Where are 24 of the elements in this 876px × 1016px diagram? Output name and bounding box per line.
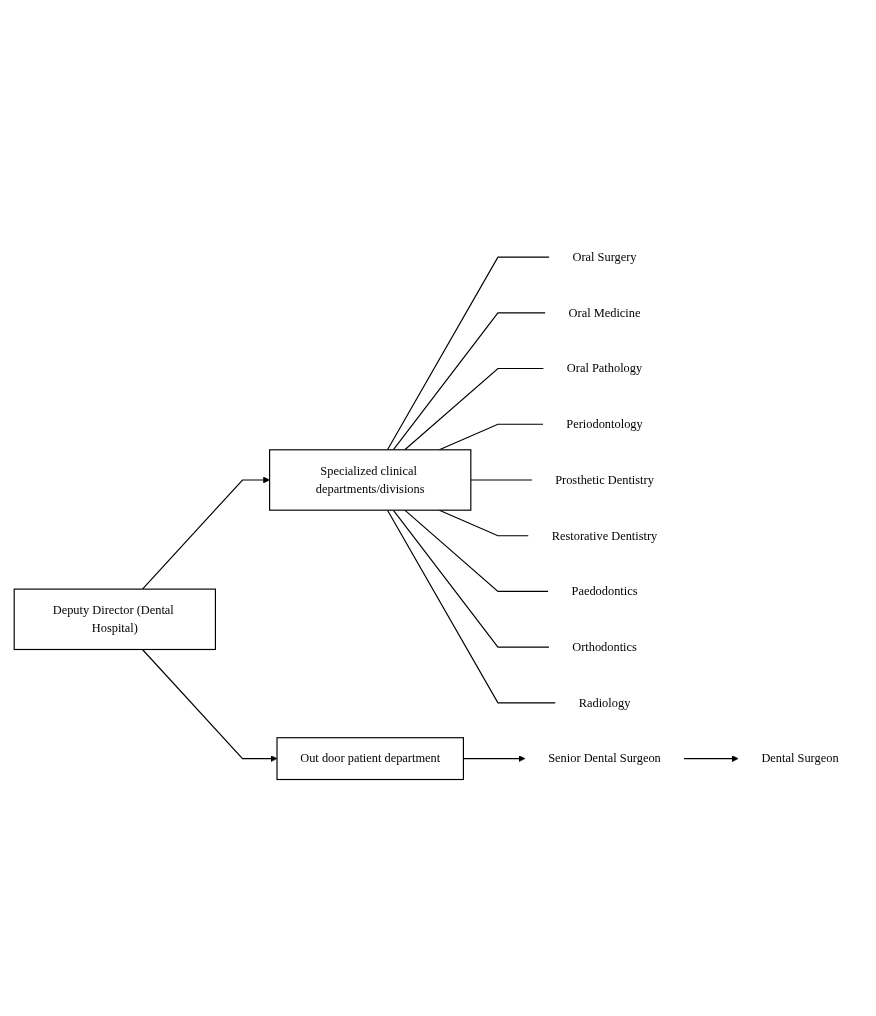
- arrow: [141, 649, 278, 763]
- node-box: Deputy Director (Dental Hospital): [13, 588, 216, 651]
- connector: [392, 509, 550, 648]
- node-text: Orthodontics: [572, 640, 637, 654]
- node-text: Senior Dental Surgeon: [548, 751, 661, 765]
- node-text: Oral Medicine: [568, 305, 641, 320]
- connector: [386, 509, 557, 704]
- connector: [470, 479, 533, 481]
- connector: [386, 256, 550, 451]
- node-text: Restorative Dentistry: [551, 528, 658, 543]
- node-text: Oral Surgery: [572, 250, 637, 264]
- node-text: Oral Pathology: [566, 361, 643, 375]
- connector: [392, 312, 546, 451]
- arrow: [141, 476, 270, 590]
- node-box: Specialized clinical departments/divisions: [269, 449, 472, 511]
- connector: [404, 368, 545, 451]
- node-text: Prosthetic Dentistry: [555, 473, 654, 487]
- connector: [404, 509, 549, 593]
- node-text: Periodontology: [566, 417, 643, 431]
- node-text: Radiology: [578, 696, 631, 710]
- arrow: [683, 755, 739, 763]
- node-text: Paedodontics: [571, 584, 638, 598]
- node-box: Out door patient department: [276, 737, 464, 781]
- node-text: Dental Surgeon: [761, 751, 839, 765]
